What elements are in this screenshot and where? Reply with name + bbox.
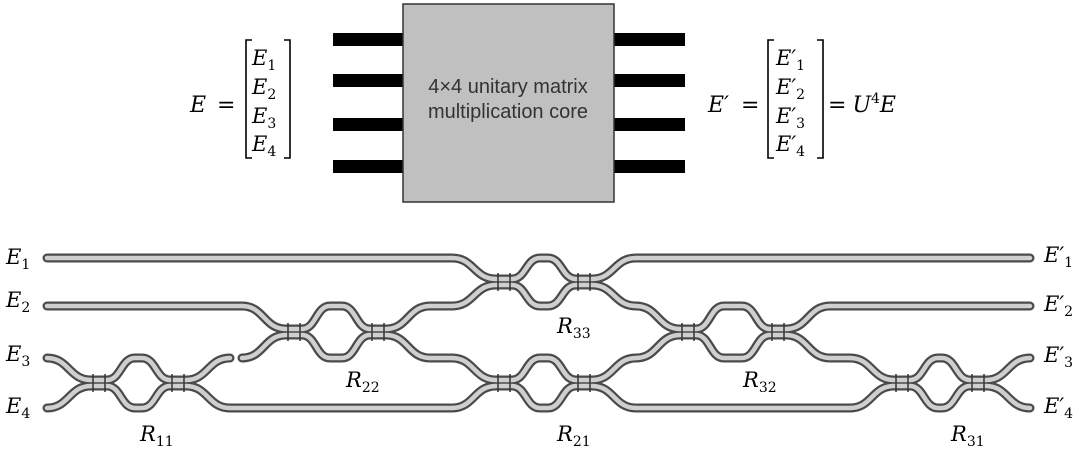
core-input-lead-3 (333, 118, 403, 131)
output-right-bracket (817, 39, 824, 159)
core-input-lead-1 (333, 33, 403, 46)
core-input-lead-2 (333, 74, 403, 87)
mzi-label-r21: R21 (556, 422, 591, 450)
core-block-diagram: 4×4 unitary matrix multiplication core (333, 3, 685, 203)
core-output-lead-2 (614, 74, 685, 87)
output-entry-1: E′1 (775, 46, 805, 74)
core-output-lead-1 (614, 33, 685, 46)
waveguide-mesh (42, 253, 1035, 413)
mzi-label-r31: R31 (950, 422, 985, 450)
mzi-label-r33: R33 (556, 314, 591, 342)
core-title-line1: 4×4 unitary matrix (428, 76, 588, 98)
mzi-labels: R11 R22 R33 R21 R32 R31 (139, 314, 985, 450)
mzi-label-r32: R32 (742, 368, 777, 396)
circuit-input-4: E4 (5, 394, 30, 422)
input-entry-1: E1 (251, 46, 276, 74)
mzi-r21-upper-arm (449, 355, 639, 383)
mzi-r11-lower-arm (44, 383, 233, 411)
circuit-output-labels: E′1 E′2 E′3 E′4 (1043, 243, 1073, 422)
mzi-r22-upper-arm (239, 303, 433, 332)
mzi-r33-upper-arm (449, 255, 639, 282)
circuit-input-2: E2 (5, 288, 30, 316)
mzi-r33-lower-arm (449, 282, 639, 309)
input-vector-equation: E = E1 E2 E3 E4 (189, 39, 291, 160)
circuit-input-3: E3 (5, 342, 30, 370)
core-output-lead-4 (614, 160, 685, 173)
mzi-label-r22: R22 (345, 368, 380, 396)
mzi-r31-lower-arm-outline (845, 381, 1035, 413)
core-output-lead-3 (614, 118, 685, 131)
output-entry-4: E′4 (775, 132, 805, 160)
mzi-r31-lower-arm (847, 383, 1033, 411)
mzi-r31-upper-arm (847, 355, 1033, 383)
output-vector-equation: E′ = E′1 E′2 E′3 E′4 =U4E (707, 39, 896, 160)
mzi-label-r11: R11 (139, 422, 174, 450)
input-right-bracket (284, 39, 291, 159)
mzi-r31-upper-arm-outline (845, 353, 1035, 385)
circuit-output-4: E′4 (1043, 394, 1073, 422)
input-entry-2: E2 (251, 75, 276, 103)
core-box (402, 3, 615, 203)
mzi-r11-upper-arm (44, 355, 233, 383)
input-entry-3: E3 (251, 104, 276, 132)
circuit-input-1: E1 (5, 245, 30, 273)
mzi-r21-lower-arm (449, 383, 639, 411)
circuit-output-3: E′3 (1043, 343, 1073, 371)
output-left-bracket (767, 39, 774, 159)
output-entry-3: E′3 (775, 104, 805, 132)
input-left-bracket (245, 39, 252, 159)
core-title-line2: multiplication core (428, 101, 588, 123)
core-input-lead-4 (333, 160, 403, 173)
circuit-input-labels: E1 E2 E3 E4 (5, 245, 30, 422)
input-vector-equals: = (217, 93, 235, 118)
input-vector-lhs: E (189, 93, 206, 118)
output-vector-equals: = (741, 93, 759, 118)
circuit-output-2: E′2 (1043, 292, 1073, 320)
mzi-r32-upper-arm (633, 303, 833, 332)
mzi-r32-lower-arm (633, 332, 833, 361)
mzi-r22-lower-arm (239, 332, 433, 361)
input-entry-4: E4 (251, 132, 276, 160)
waveguide-segment-marks (92, 273, 985, 392)
output-vector-lhs: E′ (707, 93, 729, 118)
output-entry-2: E′2 (775, 75, 805, 103)
circuit-output-1: E′1 (1043, 243, 1073, 271)
waveguide-core-layer (44, 255, 1033, 411)
output-rhs: =U4E (828, 91, 896, 118)
